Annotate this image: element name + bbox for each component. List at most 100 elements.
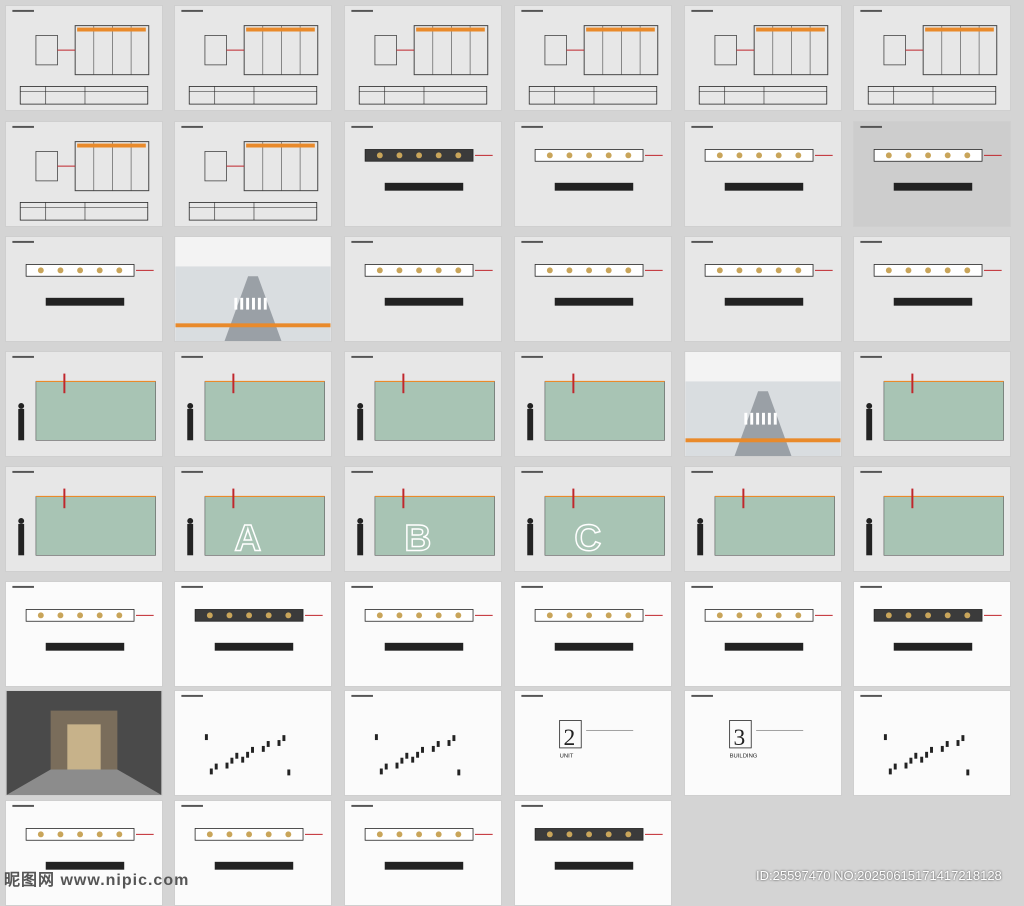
sheet-drawing bbox=[521, 585, 663, 651]
sheet-drawing bbox=[860, 125, 1002, 191]
sheet-thumbnail-r1-c6[interactable] bbox=[853, 5, 1011, 111]
sheet-thumbnail-r8-c4[interactable] bbox=[514, 800, 672, 906]
sheet-drawing bbox=[691, 585, 833, 651]
sheet-drawing bbox=[351, 694, 461, 776]
sheet-thumbnail-r1-c2[interactable] bbox=[174, 5, 332, 111]
sheet-thumbnail-r5-c4[interactable]: C bbox=[514, 466, 672, 572]
sheet-thumbnail-r7-c1[interactable] bbox=[5, 690, 163, 796]
sheet-drawing bbox=[181, 804, 323, 870]
sheet-drawing bbox=[12, 240, 154, 306]
sheet-thumbnail-r4-c4[interactable] bbox=[514, 351, 672, 457]
sheet-drawing bbox=[521, 9, 659, 105]
sheet-thumbnail-r6-c1[interactable] bbox=[5, 581, 163, 687]
svg-text:C: C bbox=[574, 516, 601, 558]
sheet-drawing bbox=[521, 804, 663, 870]
sheet-drawing bbox=[6, 691, 162, 795]
sheet-thumbnail-r6-c3[interactable] bbox=[344, 581, 502, 687]
svg-text:A: A bbox=[234, 516, 261, 558]
sheet-drawing bbox=[860, 585, 1002, 651]
sheet-thumbnail-r7-c6[interactable] bbox=[853, 690, 1011, 796]
sheet-drawing bbox=[521, 125, 663, 191]
sheet-thumbnail-r2-c4[interactable] bbox=[514, 121, 672, 227]
sheet-thumbnail-r5-c2[interactable]: A bbox=[174, 466, 332, 572]
sheet-thumbnail-r4-c6[interactable] bbox=[853, 351, 1011, 457]
sheet-thumbnail-r3-c4[interactable] bbox=[514, 236, 672, 342]
watermark-left: 昵图网 www.nipic.com bbox=[4, 872, 190, 889]
sheet-drawing bbox=[691, 240, 833, 306]
sheet-thumbnail-r4-c3[interactable] bbox=[344, 351, 502, 457]
sheet-drawing bbox=[351, 804, 493, 870]
sheet-thumbnail-r8-c1[interactable] bbox=[5, 800, 163, 906]
sheet-thumbnail-r3-c5[interactable] bbox=[684, 236, 842, 342]
sheet-thumbnail-r7-c2[interactable] bbox=[174, 690, 332, 796]
sheet-thumbnail-r5-c3[interactable]: B bbox=[344, 466, 502, 572]
sheet-drawing bbox=[181, 125, 319, 221]
sheet-thumbnail-r5-c6[interactable] bbox=[853, 466, 1011, 572]
sheet-drawing bbox=[860, 355, 1004, 441]
sheet-drawing bbox=[12, 355, 156, 441]
sheet-drawing bbox=[181, 355, 325, 441]
sheet-thumbnail-r1-c5[interactable] bbox=[684, 5, 842, 111]
sheet-drawing: A bbox=[181, 470, 325, 559]
sheet-thumbnail-r2-c1[interactable] bbox=[5, 121, 163, 227]
sheet-thumbnail-r1-c1[interactable] bbox=[5, 5, 163, 111]
svg-text:2: 2 bbox=[564, 725, 576, 751]
sheet-thumbnail-r4-c5[interactable] bbox=[684, 351, 842, 457]
sheet-thumbnail-r7-c3[interactable] bbox=[344, 690, 502, 796]
sheet-drawing bbox=[691, 470, 835, 556]
sheet-drawing bbox=[181, 694, 291, 776]
sheet-drawing bbox=[521, 240, 663, 306]
svg-text:3: 3 bbox=[734, 725, 746, 751]
sheet-thumbnail-r3-c1[interactable] bbox=[5, 236, 163, 342]
sheet-thumbnail-r2-c5[interactable] bbox=[684, 121, 842, 227]
sheet-drawing bbox=[860, 240, 1002, 306]
sheet-drawing bbox=[351, 240, 493, 306]
sheet-drawing bbox=[351, 355, 495, 441]
sheet-drawing bbox=[685, 352, 841, 456]
sheet-thumbnail-r5-c5[interactable] bbox=[684, 466, 842, 572]
sheet-thumbnail-r2-c3[interactable] bbox=[344, 121, 502, 227]
sheet-drawing bbox=[12, 585, 154, 651]
sheet-thumbnail-r1-c4[interactable] bbox=[514, 5, 672, 111]
sheet-drawing bbox=[175, 237, 331, 341]
watermark-right: ID:25597470 NO:20250615171417218128 bbox=[756, 868, 1002, 883]
sheet-thumbnail-r3-c3[interactable] bbox=[344, 236, 502, 342]
sheet-drawing bbox=[181, 9, 319, 105]
sheet-thumbnail-r6-c2[interactable] bbox=[174, 581, 332, 687]
sheet-drawing bbox=[351, 9, 489, 105]
sheet-thumbnail-r8-c3[interactable] bbox=[344, 800, 502, 906]
sheet-drawing bbox=[860, 470, 1004, 556]
svg-text:BUILDING: BUILDING bbox=[730, 754, 758, 760]
sheet-drawing bbox=[181, 585, 323, 651]
sheet-thumbnail-r3-c6[interactable] bbox=[853, 236, 1011, 342]
sheet-drawing bbox=[351, 585, 493, 651]
sheet-drawing bbox=[12, 125, 150, 221]
sheet-drawing: B bbox=[351, 470, 495, 559]
sheet-thumbnail-r6-c6[interactable] bbox=[853, 581, 1011, 687]
sheet-thumbnail-r5-c1[interactable] bbox=[5, 466, 163, 572]
sheet-drawing bbox=[691, 125, 833, 191]
sheet-drawing bbox=[12, 804, 154, 870]
sheet-drawing bbox=[521, 355, 665, 441]
sheet-thumbnail-r1-c3[interactable] bbox=[344, 5, 502, 111]
sheet-drawing bbox=[12, 470, 156, 556]
sheet-thumbnail-r6-c4[interactable] bbox=[514, 581, 672, 687]
sheet-thumbnail-r3-c2[interactable] bbox=[174, 236, 332, 342]
sheet-drawing bbox=[691, 9, 829, 105]
sheet-thumbnail-r2-c6[interactable] bbox=[853, 121, 1011, 227]
sheet-drawing: C bbox=[521, 470, 665, 559]
sheet-thumbnail-r4-c2[interactable] bbox=[174, 351, 332, 457]
sheet-thumbnail-r4-c1[interactable] bbox=[5, 351, 163, 457]
sheet-drawing bbox=[860, 694, 970, 776]
svg-text:UNIT: UNIT bbox=[560, 754, 574, 760]
sheet-thumbnail-r2-c2[interactable] bbox=[174, 121, 332, 227]
sheet-thumbnail-r8-c2[interactable] bbox=[174, 800, 332, 906]
sheet-thumbnail-r6-c5[interactable] bbox=[684, 581, 842, 687]
sheet-drawing bbox=[351, 125, 493, 191]
sheet-drawing bbox=[860, 9, 998, 105]
svg-text:B: B bbox=[404, 516, 431, 558]
